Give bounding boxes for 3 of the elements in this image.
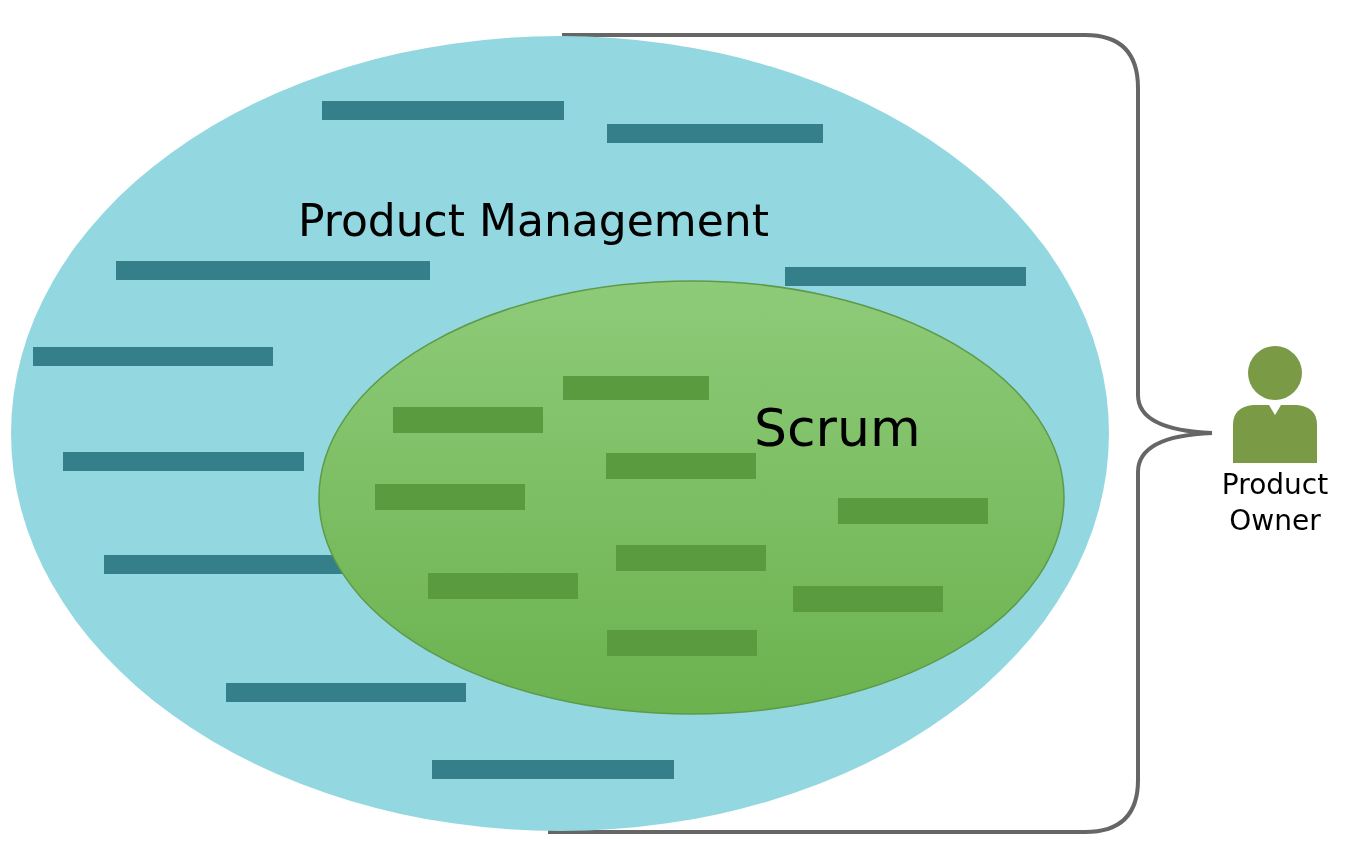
region-title: Scrum [754,398,921,458]
region-title: Product Management [298,195,769,246]
role-label: Product Owner [1220,467,1330,540]
